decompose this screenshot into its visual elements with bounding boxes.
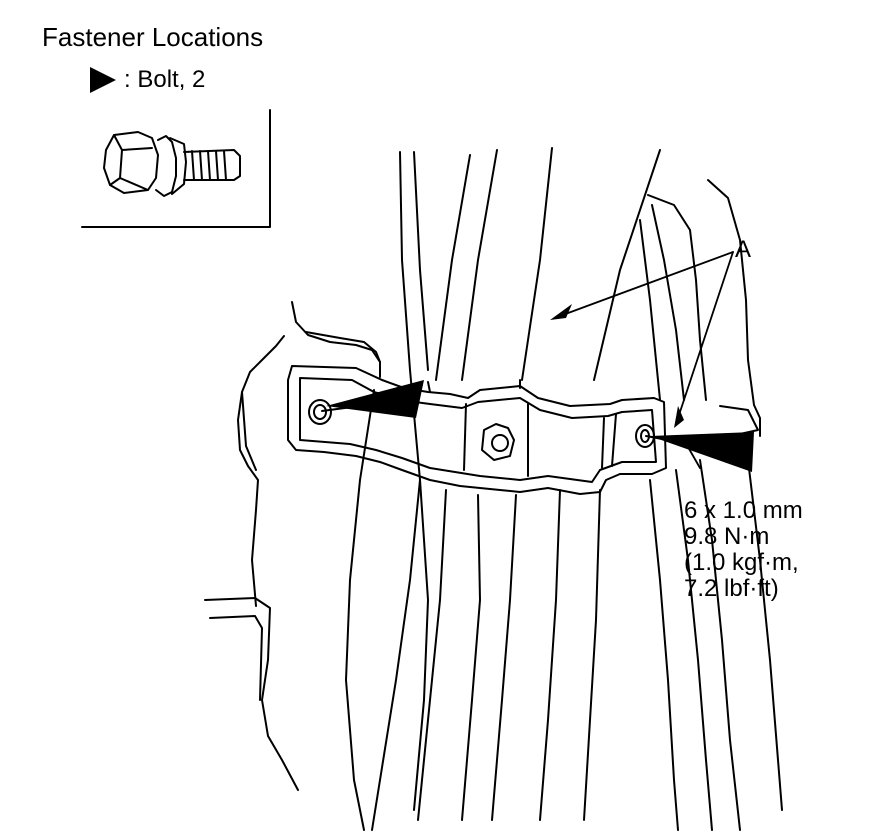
right-body-panel <box>639 179 783 831</box>
bolt-arrow-left-icon <box>326 380 424 418</box>
legend-label: : Bolt, 2 <box>124 66 206 93</box>
torque-kgfm-label: (1.0 kgf·m, <box>684 549 799 576</box>
callout-a-arrowhead-2 <box>674 406 684 428</box>
pillar-lines <box>345 147 661 831</box>
left-body-panel <box>204 301 381 791</box>
legend: : Bolt, 2 <box>90 66 205 94</box>
bolt-arrow-right-icon <box>650 432 754 472</box>
torque-nm-label: 9.8 N·m <box>684 523 770 550</box>
callout-a-arrowhead-1 <box>550 304 572 320</box>
diagram-title: Fastener Locations <box>42 22 264 52</box>
bolt-illustration-icon <box>81 109 271 228</box>
callout-a-leaders <box>559 251 734 425</box>
bolt-size-label: 6 x 1.0 mm <box>684 497 803 524</box>
callout-label-a: A <box>735 236 752 263</box>
bolt-arrow-icon <box>90 67 116 93</box>
mounting-bracket <box>287 365 667 495</box>
